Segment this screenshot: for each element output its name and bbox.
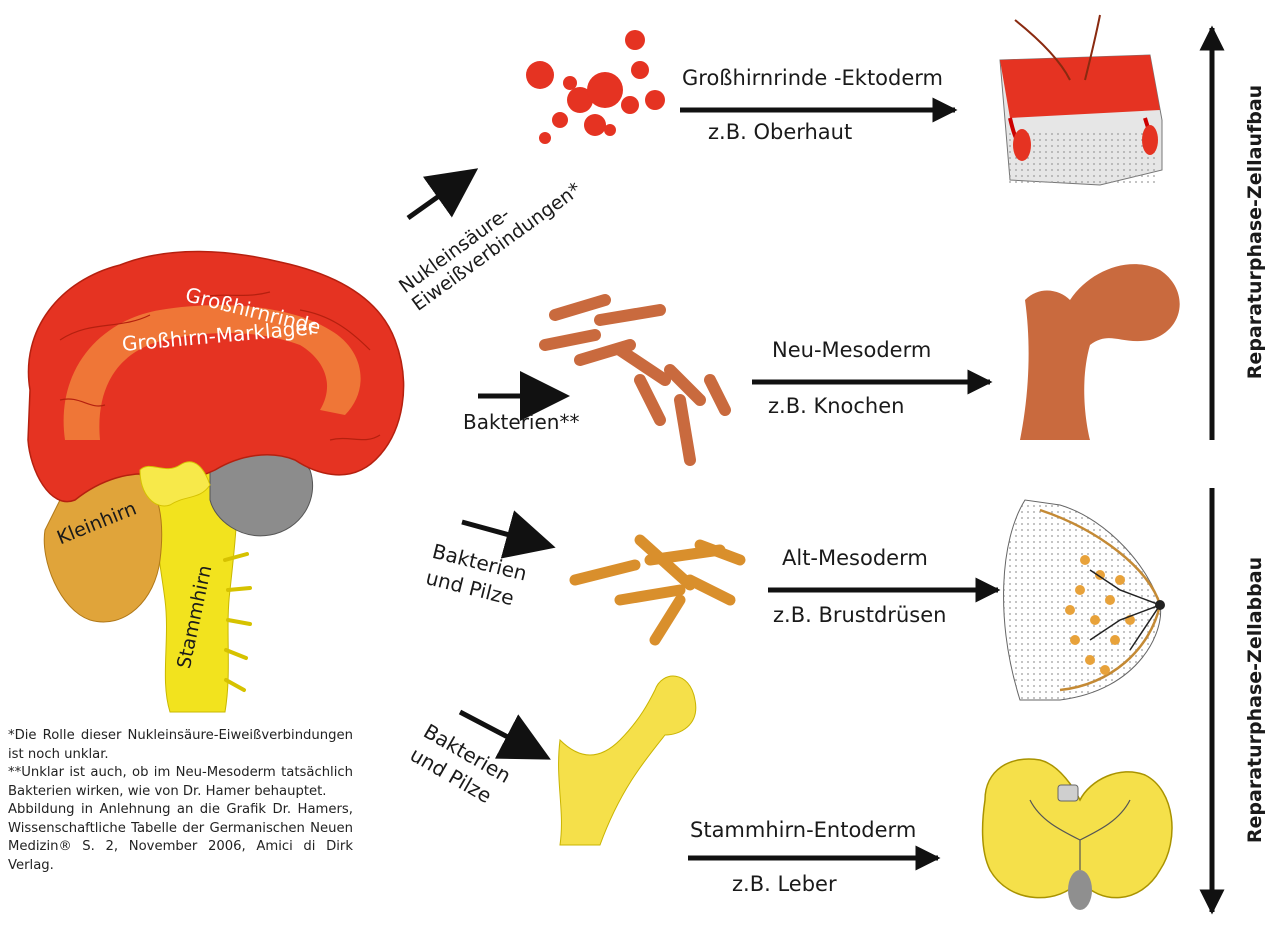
bacteria-image: [545, 300, 725, 460]
fungi-image: [575, 540, 740, 640]
label-example-leber: z.B. Leber: [732, 872, 837, 896]
fungal-hypha-image: [559, 676, 696, 845]
footnote-3: Abbildung in Anlehnung an die Grafik Dr.…: [8, 801, 353, 875]
label-layer-alt-mesoderm: Alt-Mesoderm: [782, 546, 928, 570]
label-example-brustdruesen: z.B. Brustdrüsen: [773, 603, 946, 627]
arrow-to-fungi-1: [462, 522, 546, 545]
nucleoprotein-image: [526, 30, 665, 144]
arrow-to-nucleoprotein: [408, 174, 470, 218]
bone-image: [1020, 264, 1180, 440]
footnotes: *Die Rolle dieser Nukleinsäure-Eiweißver…: [8, 727, 353, 875]
brain-illustration: [28, 251, 404, 712]
phase-label-breakdown: Reparaturphase-Zellabbau: [1244, 557, 1266, 843]
label-layer-neu-mesoderm: Neu-Mesoderm: [772, 338, 931, 362]
footnote-2: **Unklar ist auch, ob im Neu-Mesoderm ta…: [8, 764, 353, 801]
label-layer-entoderm: Stammhirn-Entoderm: [690, 818, 916, 842]
footnote-1: *Die Rolle dieser Nukleinsäure-Eiweißver…: [8, 727, 353, 764]
skin-image: [1000, 15, 1162, 185]
label-example-knochen: z.B. Knochen: [768, 394, 904, 418]
breast-image: [1004, 500, 1165, 700]
phase-label-build: Reparaturphase-Zellaufbau: [1244, 85, 1266, 379]
label-microbe-2: Bakterien**: [463, 410, 579, 434]
label-example-oberhaut: z.B. Oberhaut: [708, 120, 852, 144]
label-layer-ektoderm: Großhirnrinde -Ektoderm: [682, 66, 943, 90]
liver-image: [983, 759, 1172, 910]
